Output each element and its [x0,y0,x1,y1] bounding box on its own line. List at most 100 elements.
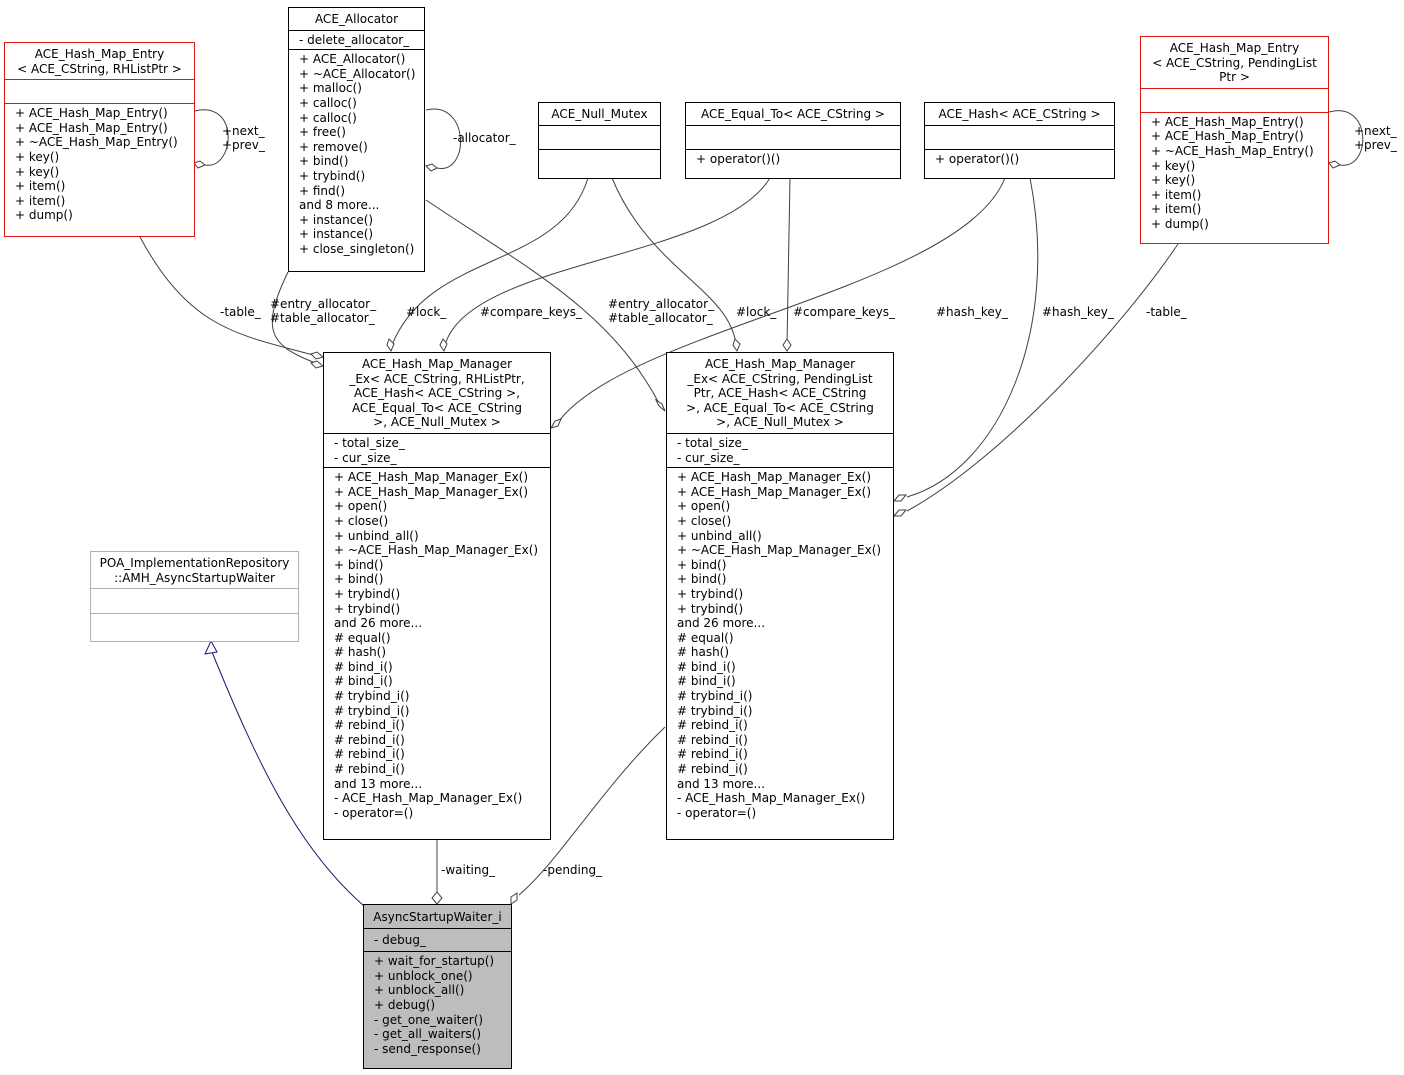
methods-section: + operator()() [686,148,900,169]
class-hash-map-entry-rhlist[interactable]: ACE_Hash_Map_Entry < ACE_CString, RHList… [4,42,195,237]
title-line: >, ACE_Equal_To< ACE_CString [686,400,874,415]
method: + ACE_Hash_Map_Entry() [1151,114,1304,129]
method: + unbind_all() [334,528,419,543]
class-async-startup-waiter-i[interactable]: AsyncStartupWaiter_i - debug_ + wait_for… [363,904,512,1069]
attributes-section [925,124,1114,149]
inheritance-arrow-icon [204,639,218,655]
class-ace-null-mutex[interactable]: ACE_Null_Mutex [538,102,661,179]
edge-pending [518,726,666,896]
method: - ACE_Hash_Map_Manager_Ex() [334,791,523,806]
edge-label-entry-allocator-right: #entry_allocator_ #table_allocator_ [608,297,714,325]
method: and 8 more... [299,198,380,213]
method: + find() [299,183,346,198]
methods-section: + ACE_Hash_Map_Manager_Ex() + ACE_Hash_M… [667,467,893,822]
title-line: ACE_Hash_Map_Entry [1169,41,1300,55]
class-hash-map-entry-pendinglist[interactable]: ACE_Hash_Map_Entry < ACE_CString, Pendin… [1140,36,1329,244]
diamond-icon [654,398,666,412]
edge-label-compare-right: #compare_keys_ [793,305,895,319]
edge-allocator-left [271,271,314,363]
method: + ACE_Hash_Map_Manager_Ex() [677,484,872,499]
class-title: POA_ImplementationRepository ::AMH_Async… [91,552,298,588]
edge-label-pending: -pending_ [543,863,603,877]
attribute: - total_size_ [677,435,748,450]
method: + item() [15,179,66,194]
class-hash-map-manager-rhlist[interactable]: ACE_Hash_Map_Manager _Ex< ACE_CString, R… [323,352,551,840]
method: # trybind_i() [334,703,410,718]
methods-section: + wait_for_startup() + unblock_one() + u… [364,951,511,1058]
method: and 13 more... [677,776,766,791]
method: + trybind() [299,168,366,183]
edge-label-lock-left: #lock_ [406,305,447,319]
method: - ACE_Hash_Map_Manager_Ex() [677,791,866,806]
method: + bind() [334,572,384,587]
attributes-section [686,124,900,149]
title-line: _Ex< ACE_CString, RHListPtr, [349,371,525,386]
attributes-section: - total_size_ - cur_size_ [667,432,893,467]
method: # trybind_i() [677,689,753,704]
edge-label-hash-key-right: #hash_key_ [1042,305,1114,319]
method: + dump() [15,208,73,223]
methods-section: + ACE_Hash_Map_Entry() + ACE_Hash_Map_En… [5,103,194,225]
method: + close_singleton() [299,241,415,256]
edge-label-line: +next_ [222,124,265,138]
title-line: ACE_Hash< ACE_CString >, [354,386,520,401]
method: + trybind() [677,601,744,616]
diamond-icon [386,338,395,353]
title-line: ACE_Hash_Map_Entry [34,47,165,61]
method: + open() [334,499,388,514]
method: # bind_i() [677,674,736,689]
method: + key() [15,149,60,164]
edge-lock-right [611,177,737,346]
diamond-icon [439,338,448,353]
class-ace-equal-to[interactable]: ACE_Equal_To< ACE_CString > + operator()… [685,102,901,179]
edge-label-line: +prev_ [1354,138,1397,152]
method: + unblock_one() [374,968,473,983]
method: # trybind_i() [677,703,753,718]
method: # rebind_i() [677,732,748,747]
method: + unblock_all() [374,983,465,998]
class-amh-async-startup-waiter[interactable]: POA_ImplementationRepository ::AMH_Async… [90,551,299,642]
method: # rebind_i() [334,747,405,762]
methods-section [539,148,660,173]
method: # rebind_i() [334,732,405,747]
method: # rebind_i() [677,762,748,777]
title-line: AsyncStartupWaiter_i [373,910,502,924]
method: + remove() [299,139,368,154]
attributes-section: - total_size_ - cur_size_ [324,432,550,467]
diamond-icon [782,338,792,352]
methods-section [91,613,298,638]
title-line: ACE_Equal_To< ACE_CString > [701,107,885,121]
method: + key() [1151,158,1196,173]
method: and 26 more... [677,616,766,631]
class-title: ACE_Null_Mutex [539,103,660,125]
diamond-icon [1328,160,1341,169]
attributes-section: - delete_allocator_ [289,29,424,50]
methods-section: + ACE_Allocator() + ~ACE_Allocator() + m… [289,49,424,258]
title-line: ACE_Hash_Map_Manager [361,357,513,371]
edge-allocator-self [425,108,462,169]
method: + close() [334,513,389,528]
edge-inheritance [211,651,365,907]
edge-compare-right [786,177,791,346]
edge-label-line: #entry_allocator_ [270,297,377,311]
class-ace-allocator[interactable]: ACE_Allocator - delete_allocator_ + ACE_… [288,7,425,272]
method: # hash() [334,645,387,660]
method: + bind() [334,557,384,572]
method: + dump() [1151,216,1209,231]
edge-label-table-right: -table_ [1146,305,1187,319]
attribute: - cur_size_ [334,450,397,465]
method: + bind() [677,557,727,572]
class-ace-hash[interactable]: ACE_Hash< ACE_CString > + operator()() [924,102,1115,179]
edge-label-line: #entry_allocator_ [608,297,715,311]
method: + trybind() [334,586,401,601]
class-hash-map-manager-pendinglist[interactable]: ACE_Hash_Map_Manager _Ex< ACE_CString, P… [666,352,894,840]
diamond-icon [892,494,908,502]
method: + ~ACE_Allocator() [299,66,416,81]
method: + item() [1151,187,1202,202]
edge-label-line: #table_allocator_ [608,311,713,325]
method: + ACE_Hash_Map_Manager_Ex() [334,484,529,499]
method: + ACE_Hash_Map_Entry() [1151,129,1304,144]
method: + trybind() [334,601,401,616]
method: + ACE_Hash_Map_Entry() [15,120,168,135]
